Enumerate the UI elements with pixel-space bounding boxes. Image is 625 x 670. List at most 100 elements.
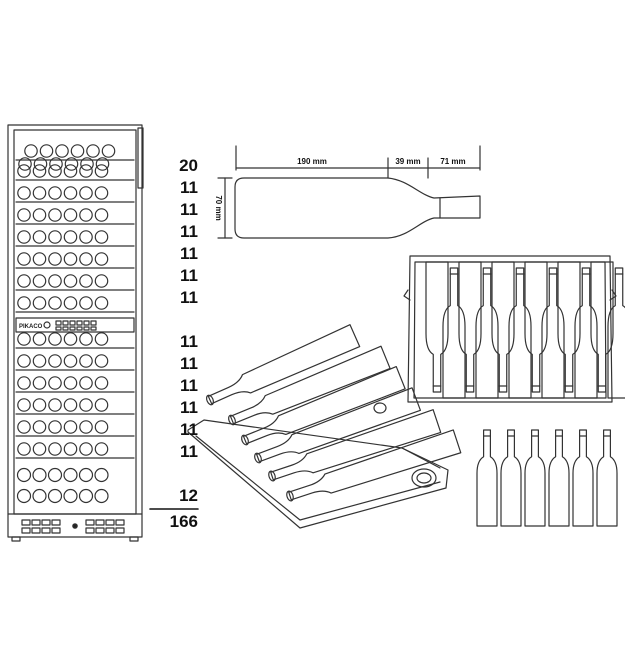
bottle-end: [33, 157, 48, 171]
inverted-bottle: [491, 261, 515, 393]
bottle-end: [79, 398, 93, 412]
bottle-outline: [229, 345, 391, 425]
bottle-end: [63, 164, 78, 178]
bottle-end: [94, 186, 109, 200]
bottle-end: [64, 157, 79, 171]
bottle-end: [47, 467, 63, 483]
bottle-end: [32, 442, 47, 456]
bottle-end: [94, 488, 109, 504]
bottle-outline: [572, 429, 594, 527]
bottle-end: [32, 467, 47, 483]
bottle-end: [86, 144, 100, 158]
bottle-end: [94, 354, 109, 368]
bottle-end: [16, 467, 32, 483]
bottle-end: [48, 354, 62, 368]
bottle-end: [94, 230, 109, 244]
cabinet-brand: PIKACO: [19, 324, 43, 330]
bottle-end: [94, 376, 109, 390]
bottle-end: [94, 252, 109, 266]
bottle-end: [63, 420, 78, 434]
bottle-end: [17, 164, 31, 178]
shelf-count-2: 11: [180, 178, 198, 197]
bottle-outline: [242, 365, 406, 445]
bottle-end: [32, 208, 47, 222]
bottle-end: [32, 230, 47, 244]
inverted-bottle: [590, 261, 614, 393]
bottle-end: [63, 208, 78, 222]
bottle-end: [94, 274, 109, 288]
bottle-end: [63, 186, 78, 200]
bottle-outline: [541, 267, 565, 399]
bottle-end: [63, 467, 78, 483]
bottle-end: [17, 376, 31, 390]
bottle-end: [17, 252, 31, 266]
dimension-neck-length: 71 mm: [440, 157, 465, 166]
bottle-end: [79, 296, 93, 310]
bottle-end: [48, 274, 62, 288]
vent-grille: [21, 519, 125, 534]
perspective-bottles: [205, 324, 462, 502]
bottle-end: [78, 467, 94, 483]
shelf-count-4: 11: [180, 222, 198, 241]
bottle-end: [94, 164, 109, 178]
bottle-end: [79, 354, 93, 368]
cabinet-outer-frame: [7, 124, 143, 538]
vent-dot-icon: [72, 523, 78, 529]
inverted-bottle: [557, 261, 581, 393]
control-panel: [15, 317, 135, 333]
shelf-count-3: 11: [180, 200, 198, 219]
bottle-end: [48, 398, 62, 412]
bottle-end: [47, 488, 63, 504]
bottle-end: [70, 144, 85, 158]
bottle-end: [17, 442, 31, 456]
bottle-end: [48, 164, 62, 178]
brand-logo-icon: [43, 321, 51, 329]
shelf-count-13: 11: [180, 442, 198, 461]
bottle-outline: [476, 429, 498, 527]
bottle-end: [79, 332, 93, 346]
bottle-end: [48, 208, 62, 222]
bottle-end: [94, 442, 109, 456]
bottle-end: [94, 420, 109, 434]
bottle-end: [32, 398, 47, 412]
bottle-end: [24, 144, 38, 158]
bottle-end: [32, 164, 47, 178]
bottle-outline: [234, 177, 481, 239]
bottle-end: [79, 230, 93, 244]
bottle-end: [79, 208, 93, 222]
bottle-end: [17, 296, 31, 310]
bottle-outline: [596, 429, 618, 527]
bottle-dimension-drawing: [217, 145, 481, 239]
lying-bottle: [205, 324, 361, 406]
bottle-outline: [270, 409, 442, 481]
wine-cabinet: PIKACO: [7, 124, 144, 542]
bottle-end: [17, 398, 31, 412]
bottle-outline: [548, 429, 570, 527]
shelf-count-1: 20: [179, 156, 198, 175]
bottle-outline: [590, 261, 614, 393]
shelf-front-view: [403, 255, 625, 403]
dimension-shoulder-length: 39 mm: [395, 157, 420, 166]
bottle-mouth: [268, 470, 276, 482]
bottle-end: [48, 332, 62, 346]
bottle-end: [79, 274, 93, 288]
bottle-end: [17, 332, 31, 346]
bottle-end: [63, 376, 78, 390]
bottle-end: [55, 144, 69, 158]
bottle-outline: [207, 324, 361, 405]
bottle-end: [32, 354, 47, 368]
lying-bottle: [268, 409, 442, 482]
bottle-end: [63, 488, 78, 504]
shelf-count-9: 11: [180, 354, 198, 373]
shelf-count-6: 11: [180, 266, 198, 285]
lying-bottle: [286, 429, 462, 502]
bottle-end: [18, 157, 32, 171]
bottle-end: [48, 296, 62, 310]
bottle-end: [94, 332, 109, 346]
bottle-end: [48, 252, 62, 266]
inverted-bottle: [524, 261, 548, 393]
bottle-end: [48, 186, 62, 200]
bottle-end: [17, 354, 31, 368]
bottle-end: [32, 274, 47, 288]
